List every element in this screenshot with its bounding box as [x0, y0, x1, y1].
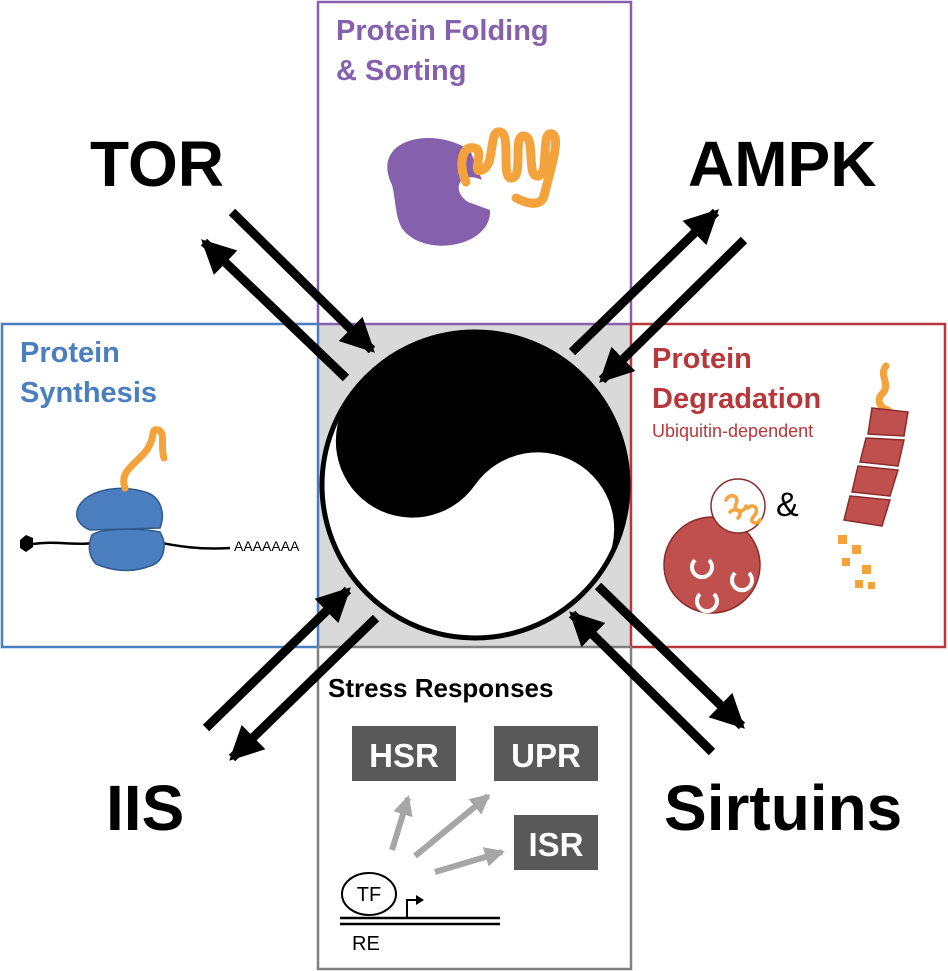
tor-label: TOR	[90, 128, 224, 200]
degradation-box: Protein Degradation Ubiquitin-dependent …	[629, 322, 947, 649]
synthesis-title-line1: Protein	[20, 337, 120, 369]
gray-arrow-to-upr	[413, 793, 491, 859]
sirtuins-label: Sirtuins	[664, 772, 902, 844]
svg-text:HSR: HSR	[369, 737, 439, 774]
arrow-sirtuins-out	[594, 582, 746, 730]
gray-arrow-to-isr	[434, 847, 505, 875]
ampk-label: AMPK	[688, 128, 876, 200]
ribosome-icon	[20, 426, 231, 572]
degradation-ampersand: &	[776, 486, 799, 524]
arrow-sirtuins-in	[568, 610, 716, 756]
degradation-title-line2: Degradation	[652, 383, 821, 415]
mrna-polya-tail: AAAAAAA	[234, 538, 300, 554]
svg-text:ISR: ISR	[528, 826, 583, 863]
folding-title-line2: & Sorting	[336, 55, 467, 87]
arrow-iis-out	[228, 614, 380, 762]
arrow-iis-in	[202, 586, 352, 732]
tf-label: TF	[357, 884, 381, 906]
folding-protein-icon	[387, 127, 560, 246]
arrow-ampk-out	[568, 208, 720, 356]
stress-tag-hsr: HSR	[352, 726, 456, 781]
yin-yang-icon	[319, 329, 631, 641]
arrow-tor-out	[200, 238, 350, 382]
regulatory-arrows	[200, 208, 748, 762]
svg-text:UPR: UPR	[511, 737, 581, 774]
degradation-title-line1: Protein	[652, 343, 752, 375]
degradation-subtitle: Ubiquitin-dependent	[652, 421, 813, 441]
stress-title: Stress Responses	[328, 673, 553, 703]
synthesis-box: Protein Synthesis AAAAAAA	[0, 322, 320, 649]
re-label: RE	[352, 933, 380, 955]
promoter-icon	[340, 872, 500, 926]
proteasome-icon	[838, 362, 909, 589]
gray-arrow-to-hsr	[389, 795, 413, 851]
stress-tag-isr: ISR	[514, 815, 598, 870]
synthesis-title-line2: Synthesis	[20, 377, 157, 409]
folding-title-line1: Protein Folding	[336, 15, 549, 47]
folding-box: Protein Folding & Sorting	[316, 0, 633, 326]
lysosome-icon	[663, 478, 766, 614]
stress-tag-upr: UPR	[494, 726, 598, 781]
arrow-tor-in	[228, 208, 376, 354]
stress-box: Stress Responses HSR UPR ISR TF RE	[316, 645, 633, 971]
arrow-ampk-in	[598, 236, 748, 384]
iis-label: IIS	[106, 772, 184, 844]
